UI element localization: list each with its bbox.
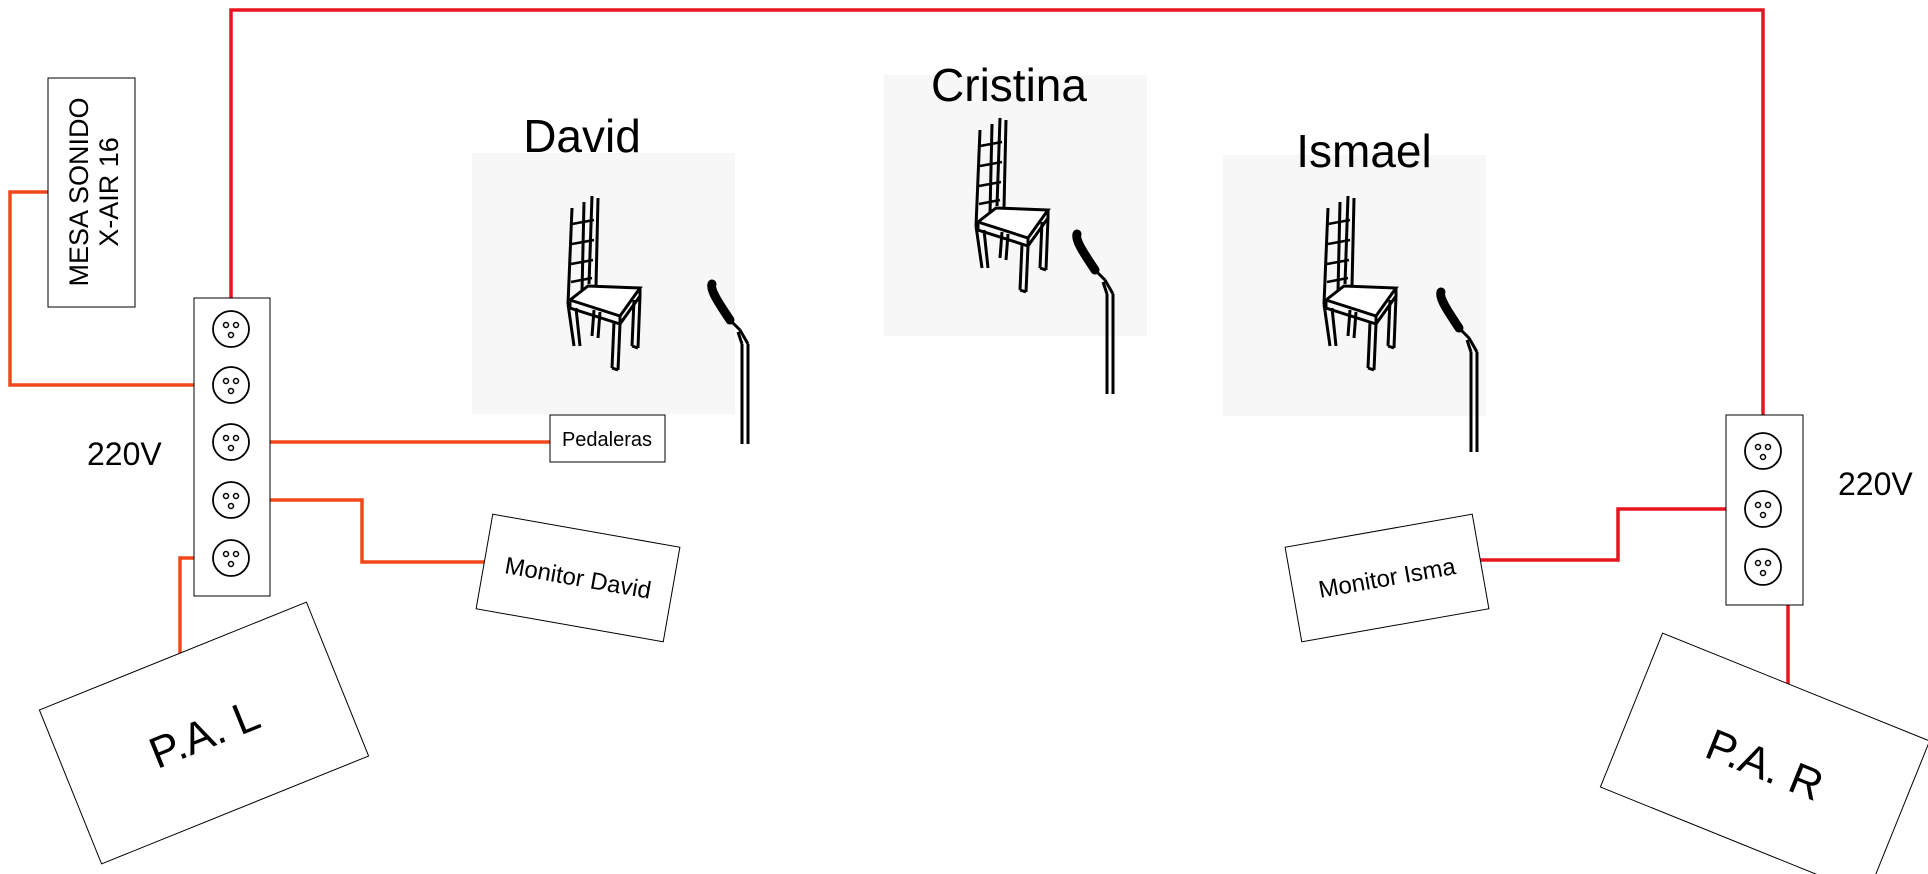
xlr-connector-icon: [1744, 548, 1782, 586]
cables: [8, 8, 1790, 700]
mixer-label-line2: X-AIR 16: [94, 137, 124, 247]
performer-name: Ismael: [1296, 125, 1431, 177]
mixer-box: MESA SONIDO X-AIR 16: [47, 77, 136, 308]
cable-snake-main: [229, 8, 1765, 448]
xlr-connector-icon: [212, 310, 250, 348]
xlr-connector-icon: [212, 481, 250, 519]
cable-mixer: [8, 190, 231, 387]
pa-left: P.A. L: [38, 601, 370, 865]
xlr-connector-icon: [212, 366, 250, 404]
monitor-isma: Monitor Isma: [1284, 513, 1490, 643]
pedaleras-label: Pedaleras: [562, 429, 652, 451]
stage-box-left: [193, 297, 271, 597]
cable-monitor-david: [231, 498, 485, 564]
performer-cristina: Cristina: [884, 59, 1147, 394]
xlr-connector-icon: [212, 423, 250, 461]
power-label-right: 220V: [1838, 466, 1913, 502]
xlr-connector-icon: [1744, 432, 1782, 470]
xlr-connector-icon: [212, 539, 250, 577]
pedaleras-box: Pedaleras: [549, 414, 666, 463]
performer-ismael: Ismael: [1223, 125, 1486, 452]
pa-right: P.A. R: [1599, 632, 1928, 874]
power-label-left: 220V: [87, 436, 162, 472]
performer-david: David: [472, 110, 748, 444]
performer-name: Cristina: [931, 59, 1087, 111]
cable-monitor-isma: [1480, 507, 1763, 562]
stage-box-right: [1725, 414, 1804, 606]
performer-name: David: [523, 110, 641, 162]
monitor-david: Monitor David: [475, 513, 681, 643]
mixer-label-line1: MESA SONIDO: [64, 97, 94, 286]
xlr-connector-icon: [1744, 490, 1782, 528]
